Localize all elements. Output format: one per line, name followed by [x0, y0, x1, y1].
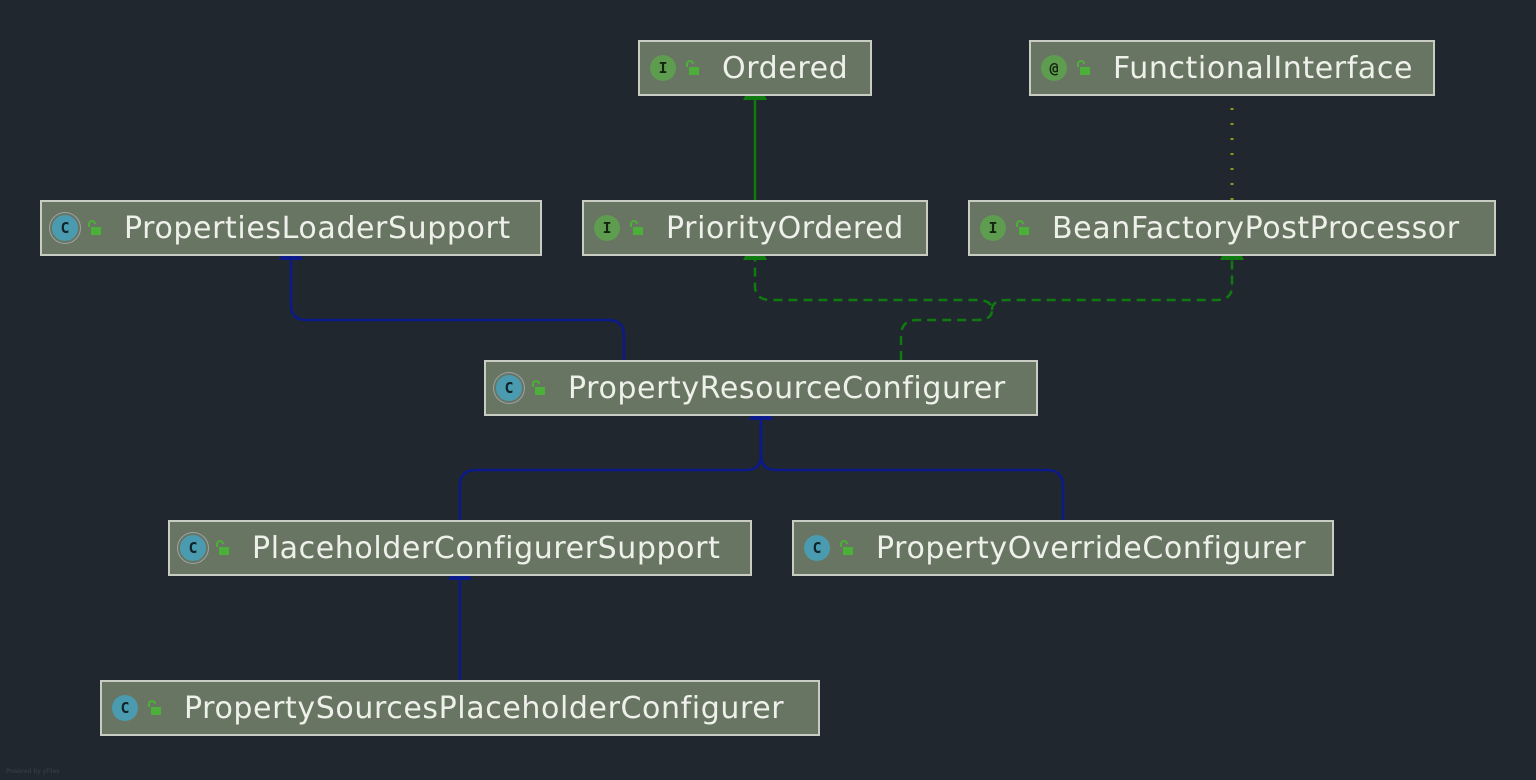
abstract-class-icon: C: [496, 375, 522, 401]
unlocked-icon: [216, 540, 229, 555]
node-label: FunctionalInterface: [1113, 50, 1414, 86]
edge-placeholderconfigurersupport-to-propertyresourceconfigurer: [458, 396, 773, 520]
edge-propertyresourceconfigurer-to-beanfactorypostprocessor: [990, 236, 1244, 311]
node-label: BeanFactoryPostProcessor: [1052, 210, 1460, 246]
node-label: PropertiesLoaderSupport: [124, 210, 511, 246]
node-label: PriorityOrdered: [666, 210, 904, 246]
interface-icon: I: [650, 55, 676, 81]
node-label: PropertyResourceConfigurer: [568, 370, 1006, 406]
unlocked-icon: [840, 540, 853, 555]
unlocked-icon: [686, 60, 699, 75]
annotation-icon: @: [1041, 55, 1067, 81]
class-icon: C: [112, 695, 138, 721]
edge-propertyoverrideconfigurer-to-propertyresourceconfigurer: [749, 396, 1065, 520]
node-label: PropertyOverrideConfigurer: [876, 530, 1307, 566]
node-label: Ordered: [722, 50, 849, 86]
node-property-resource-configurer[interactable]: C PropertyResourceConfigurer: [484, 360, 1038, 416]
unlocked-icon: [88, 220, 101, 235]
node-properties-loader-support[interactable]: C PropertiesLoaderSupport: [40, 200, 542, 256]
watermark: Powered by yFiles: [6, 768, 60, 775]
node-bean-factory-post-processor[interactable]: I BeanFactoryPostProcessor: [968, 200, 1496, 256]
interface-icon: I: [980, 215, 1006, 241]
edge-propertyresourceconfigurer-to-priorityordered: [743, 236, 994, 360]
unlocked-icon: [148, 700, 161, 715]
node-priority-ordered[interactable]: I PriorityOrdered: [582, 200, 928, 256]
unlocked-icon: [532, 380, 545, 395]
node-label: PropertySourcesPlaceholderConfigurer: [184, 690, 785, 726]
abstract-class-icon: C: [52, 215, 78, 241]
unlocked-icon: [1077, 60, 1090, 75]
edge-propertyresourceconfigurer-to-propertiesloadersupport: [279, 236, 626, 360]
node-placeholder-configurer-support[interactable]: C PlaceholderConfigurerSupport: [168, 520, 752, 576]
node-ordered[interactable]: I Ordered: [638, 40, 872, 96]
class-icon: C: [804, 535, 830, 561]
unlocked-icon: [1016, 220, 1029, 235]
node-property-sources-placeholder-configurer[interactable]: C PropertySourcesPlaceholderConfigurer: [100, 680, 820, 736]
node-functional-interface[interactable]: @ FunctionalInterface: [1029, 40, 1435, 96]
node-property-override-configurer[interactable]: C PropertyOverrideConfigurer: [792, 520, 1334, 576]
abstract-class-icon: C: [180, 535, 206, 561]
unlocked-icon: [630, 220, 643, 235]
interface-icon: I: [594, 215, 620, 241]
node-label: PlaceholderConfigurerSupport: [252, 530, 721, 566]
